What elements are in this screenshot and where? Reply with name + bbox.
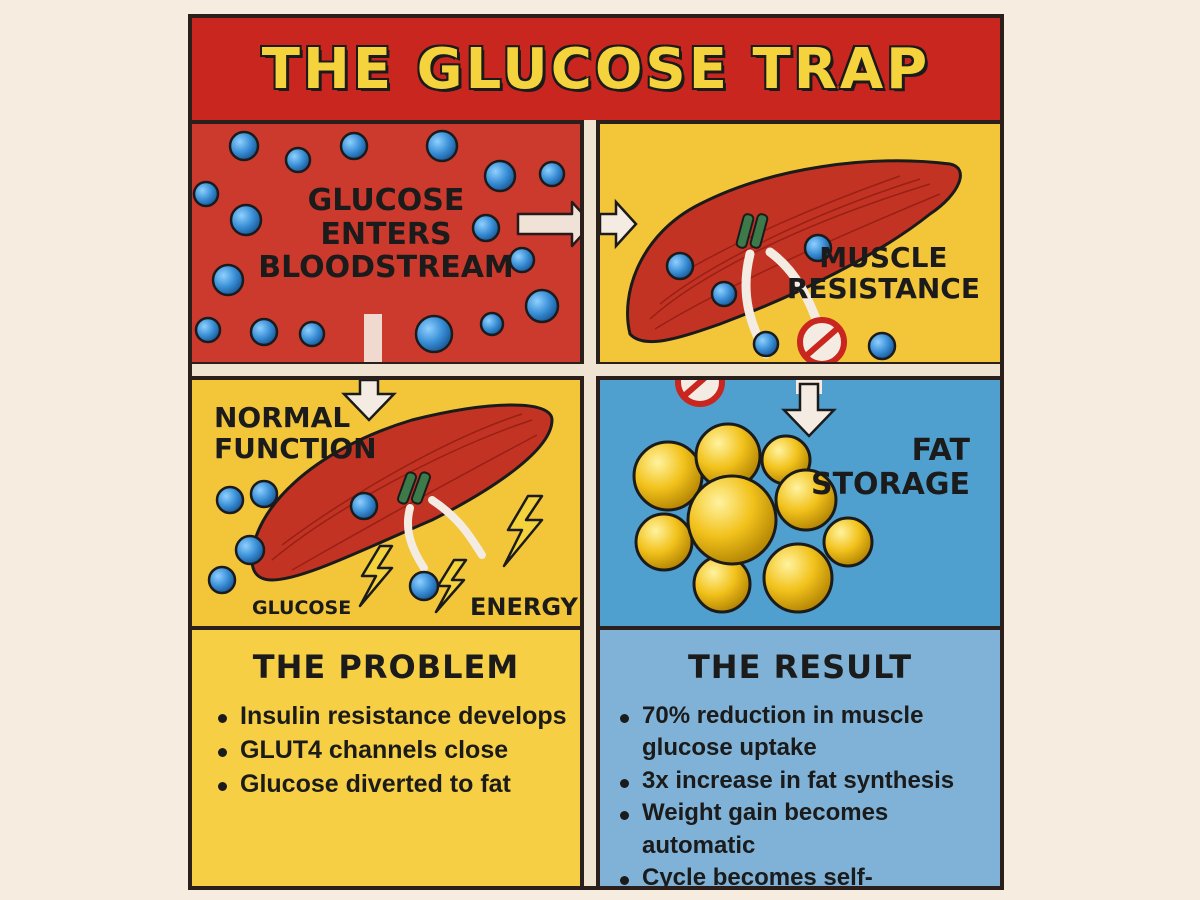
label-line: NORMAL xyxy=(214,401,351,434)
lightning-icon xyxy=(502,494,544,568)
title-bar: THE GLUCOSE TRAP xyxy=(192,18,1000,120)
glut4-channel-icon xyxy=(396,471,432,505)
glucose-molecule-icon xyxy=(284,146,312,174)
fat-cell-icon xyxy=(634,512,694,572)
muscle-resistance-art xyxy=(600,159,962,362)
glucose-label: GLUCOSE xyxy=(252,597,352,619)
fat-cell-icon xyxy=(774,468,838,532)
glucose-molecule-icon xyxy=(192,180,220,208)
glucose-molecule-icon xyxy=(710,280,738,308)
arrow-icon xyxy=(600,198,638,250)
problem-list: Insulin resistance develops GLUT4 channe… xyxy=(192,700,580,801)
glucose-molecule-icon xyxy=(803,233,833,263)
page-title: THE GLUCOSE TRAP xyxy=(261,36,931,102)
fat-cell-icon xyxy=(686,474,778,566)
glucose-molecule-icon xyxy=(249,479,279,509)
lightning-icon xyxy=(358,544,394,608)
glucose-molecule-icon xyxy=(211,263,245,297)
result-heading: THE RESULT xyxy=(687,648,913,686)
label-line: ENTERS xyxy=(320,216,452,252)
problem-heading: THE PROBLEM xyxy=(252,648,520,686)
glut4-channel-icon xyxy=(735,213,769,249)
glucose-molecule-icon xyxy=(339,131,369,161)
glucose-molecule-icon xyxy=(425,129,459,163)
blocked-icon xyxy=(675,380,725,407)
muscle-resistance-label: MUSCLE RESISTANCE xyxy=(787,242,980,305)
panel-result: THE RESULT 70% reduction in muscle gluco… xyxy=(600,626,1000,886)
panel-glucose-enters: GLUCOSE ENTERS BLOODSTREAM xyxy=(192,124,580,362)
label-line: RESISTANCE xyxy=(786,272,980,306)
label-line: MUSCLE xyxy=(819,241,948,274)
list-item: Cycle becomes self-perpetuating xyxy=(620,862,990,886)
result-list: 70% reduction in muscle glucose uptake 3… xyxy=(600,700,1000,886)
list-item: GLUT4 channels close xyxy=(218,734,580,768)
glucose-molecule-icon xyxy=(228,130,260,162)
list-item: Weight gain becomes automatic xyxy=(620,797,990,862)
list-item: Insulin resistance develops xyxy=(218,700,580,734)
energy-label: ENERGY xyxy=(470,593,578,621)
glucose-molecule-icon xyxy=(234,534,266,566)
glucose-molecule-icon xyxy=(867,331,897,361)
glucose-molecule-icon xyxy=(483,159,517,193)
glucose-molecules xyxy=(192,129,580,362)
glucose-molecule-icon xyxy=(414,314,454,354)
label-line: FAT xyxy=(911,433,970,468)
label-line: GLUCOSE xyxy=(307,183,465,218)
glucose-molecule-icon xyxy=(249,317,279,347)
blocked-icon xyxy=(797,317,847,362)
glucose-molecule-icon xyxy=(194,316,222,344)
glucose-molecule-icon xyxy=(508,246,536,274)
list-item: 70% reduction in muscle glucose uptake xyxy=(620,700,990,765)
fat-cell-cluster xyxy=(632,422,874,614)
panel-fat-storage: FAT STORAGE xyxy=(600,380,1000,626)
horizontal-divider xyxy=(192,364,1000,376)
label-line: FUNCTION xyxy=(214,432,377,466)
lightning-icon xyxy=(434,558,468,614)
glucose-molecule-icon xyxy=(479,311,505,337)
arrow-icon xyxy=(781,382,837,438)
list-item: 3x increase in fat synthesis xyxy=(620,765,990,797)
glucose-molecule-icon xyxy=(207,565,237,595)
panel-muscle-resistance: MUSCLE RESISTANCE xyxy=(600,124,1000,362)
glucose-molecule-icon xyxy=(229,203,263,237)
glucose-enters-label: GLUCOSE ENTERS BLOODSTREAM xyxy=(192,184,580,285)
label-line: BLOODSTREAM xyxy=(258,250,514,286)
arrow-icon xyxy=(341,380,397,422)
fat-cell-icon xyxy=(822,516,874,568)
glucose-molecule-icon xyxy=(524,288,560,324)
normal-function-art xyxy=(207,380,554,614)
muscle-icon xyxy=(626,159,962,344)
glucose-molecule-icon xyxy=(471,213,501,243)
infographic: THE GLUCOSE TRAP xyxy=(188,14,1004,890)
list-item: Glucose diverted to fat xyxy=(218,768,580,802)
glucose-molecule-icon xyxy=(298,320,326,348)
fat-cell-icon xyxy=(762,542,834,614)
vertical-divider xyxy=(584,120,596,886)
glucose-molecule-icon xyxy=(408,570,440,602)
fat-storage-art xyxy=(632,380,874,614)
panel-normal-function: NORMAL FUNCTION GLUCOSE ENERGY xyxy=(192,380,580,626)
glucose-molecule-icon xyxy=(538,160,566,188)
fat-storage-label: FAT STORAGE xyxy=(811,434,970,501)
normal-function-label: NORMAL FUNCTION xyxy=(214,402,377,465)
glucose-molecule-icon xyxy=(349,491,379,521)
glucose-molecule-icon xyxy=(215,485,245,515)
glucose-molecule-icon xyxy=(752,330,780,358)
arrow-icon xyxy=(516,200,580,248)
label-line: STORAGE xyxy=(810,466,970,502)
glucose-molecule-icon xyxy=(665,251,695,281)
panel-problem: THE PROBLEM Insulin resistance develops … xyxy=(192,626,580,886)
